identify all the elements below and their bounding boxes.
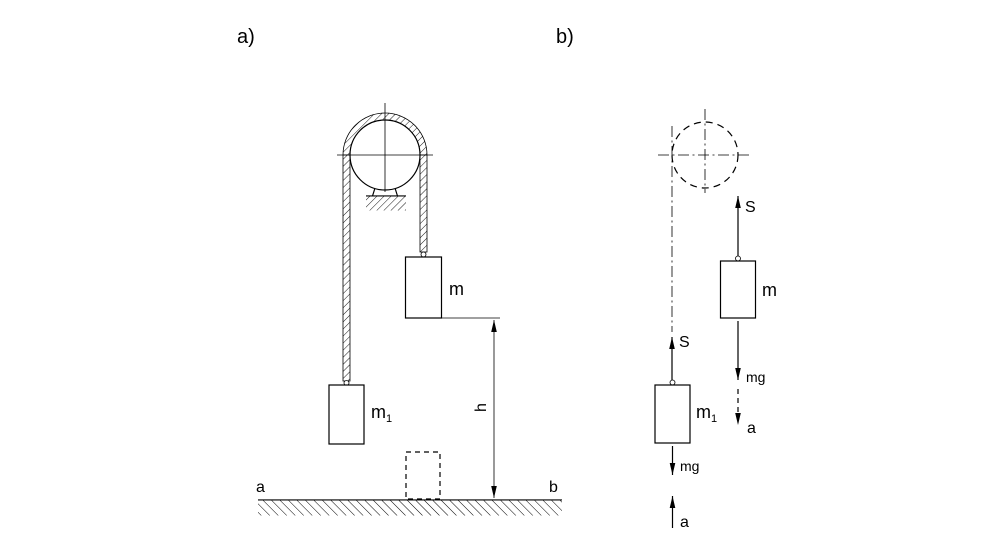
weight-m-label: mg (746, 369, 765, 385)
landing-position-outline (405, 451, 441, 500)
accel-m1-label: a (680, 514, 689, 531)
support-hatch-block (366, 196, 406, 211)
panel-b-label: b) (556, 26, 574, 48)
rope-right-segment (419, 154, 428, 253)
weight-m1-label: mg (680, 458, 699, 474)
mass-m-block-fbd (719, 260, 757, 319)
ground-left-label: a (256, 479, 265, 496)
rope-left-segment (342, 154, 351, 382)
mass-m1-label-fbd: m1 (696, 402, 717, 425)
tension-m-label: S (745, 199, 756, 216)
mass-m-hook (420, 251, 427, 258)
mass-m-label: m (449, 279, 464, 299)
panel-a-label: a) (237, 26, 255, 48)
mass-m1-hook-fbd (669, 379, 676, 386)
accel-m-label: a (747, 420, 756, 437)
ground-hatch (258, 500, 562, 516)
mass-m-block (404, 256, 443, 319)
ground-right-label: b (549, 479, 558, 496)
mass-m-label-fbd: m (762, 280, 777, 300)
mass-m1-block-fbd (654, 384, 691, 444)
height-label: h (473, 403, 490, 412)
mass-m1-label: m1 (371, 402, 392, 425)
diagram-b: S m1 mg a S m mg a (654, 109, 777, 531)
diagram-a: m m1 h a b (256, 103, 562, 516)
mass-m1-block (328, 384, 365, 445)
mass-m-hook-fbd (735, 255, 741, 262)
tension-m1-label: S (679, 334, 690, 351)
